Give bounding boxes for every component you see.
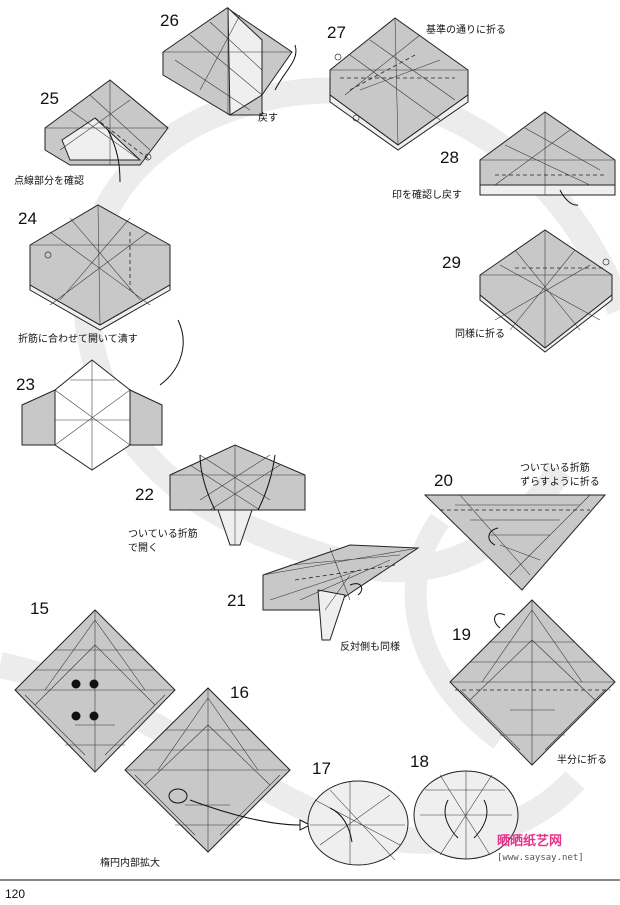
step-22-label-line1: ついている折筋 [128,527,198,540]
step-27-label: 基準の通りに折る [426,23,506,36]
step-24-number: 24 [18,209,37,228]
flip-arrow [160,320,183,385]
step-24-diagram: 24 折筋に合わせて開いて潰す [18,205,170,345]
step-16-label: 楕円内部拡大 [100,856,160,869]
step-17-diagram: 17 [308,759,408,865]
step-20-label-line1: ついている折筋 [520,461,590,474]
step-17-number: 17 [312,759,331,778]
step-29-number: 29 [442,253,461,272]
step-20-number: 20 [434,471,453,490]
step-19-diagram: 19 半分に折る [450,600,615,766]
watermark-url: [www.saysay.net] [497,853,584,863]
page-number: 120 [5,887,25,901]
step-25-number: 25 [40,89,59,108]
step-18-number: 18 [410,752,429,771]
step-25-label: 点線部分を確認 [14,174,84,187]
step-22-label-line2: で開く [128,542,158,554]
step-29-label: 同様に折る [455,327,505,340]
step-28-label: 印を確認し戻す [392,188,462,201]
step-20-label-line2: ずらすように折る [520,475,600,488]
step-27-number: 27 [327,23,346,42]
step-26-number: 26 [160,11,179,30]
step-21-number: 21 [227,591,246,610]
step-22-number: 22 [135,485,154,504]
step-26-label: 戻す [258,111,278,124]
step-16-number: 16 [230,683,249,702]
step-19-label: 半分に折る [557,753,607,766]
step-15-number: 15 [30,599,49,618]
step-21-diagram: 21 反対側も同様 [227,545,418,653]
watermark-name: 晒晒纸艺网 [497,833,562,849]
step-23-number: 23 [16,375,35,394]
step-24-label: 折筋に合わせて開いて潰す [18,332,138,345]
step-19-number: 19 [452,625,471,644]
step-21-label: 反対側も同様 [340,640,400,653]
step-28-number: 28 [440,148,459,167]
